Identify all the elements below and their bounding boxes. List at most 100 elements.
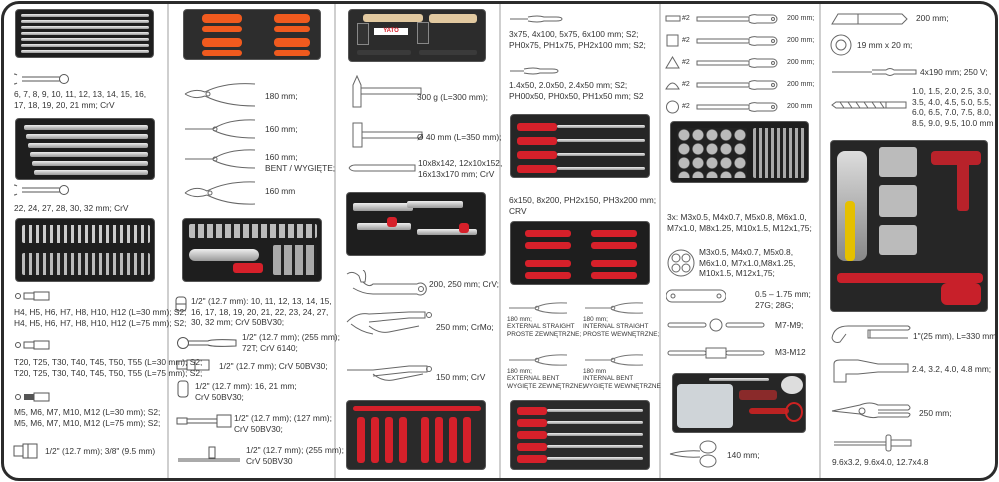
rivet-icon xyxy=(830,434,914,452)
column-divider xyxy=(659,4,661,478)
circlip-external-straight-spec: 180 mm; EXTERNAL STRAIGHT PROSTE ZEWNĘTR… xyxy=(507,316,582,338)
spline-bit-icon xyxy=(14,392,54,402)
knife-icon xyxy=(830,10,910,26)
file-grade: #2 xyxy=(682,37,690,44)
screwdrivers-2-spec: 1.4x50, 2.0x50, 2.4x50 mm; S2; PH00x50, … xyxy=(509,80,644,101)
pliers-160-spec: 160 mm; xyxy=(265,124,298,134)
tray-combination-wrenches-small xyxy=(15,9,154,58)
taps-spec: 3x: M3x0.5, M4x0.7, M5x0.8, M6x1.0, M7x1… xyxy=(667,212,812,233)
long-nose-pliers-icon xyxy=(183,118,258,140)
precision-screwdriver-icon xyxy=(508,66,568,76)
column-divider xyxy=(499,4,501,478)
file-length: 200 mm; xyxy=(787,81,815,88)
file-icon xyxy=(695,35,781,47)
t-bar-spec: 1/2" (12.7 mm); (255 mm); CrV 50BV30 xyxy=(246,445,344,466)
tin-snips-icon xyxy=(830,400,914,422)
torx-bits-spec: T20, T25, T30, T40, T45, T50, T55 (L=30 … xyxy=(14,357,203,378)
circlip-pliers-bent-icon xyxy=(507,353,569,367)
side-cutter-spec: 160 mm xyxy=(265,186,296,196)
hex-bits-spec: H4, H5, H6, H7, H8, H10, H12 (L=30 mm); … xyxy=(14,307,187,328)
circlip-external-bent-spec: 180 mm; EXTERNAL BENT WYGIĘTE ZEWNĘTRZNE… xyxy=(507,368,585,390)
knife-spec: 200 mm; xyxy=(916,13,949,23)
tray-electrician xyxy=(672,373,806,433)
tap-wrench-icon xyxy=(666,346,766,360)
file-icon xyxy=(695,57,781,69)
pipe-wrench-icon xyxy=(830,322,916,348)
wrenches-large-spec: 22, 24, 27, 28, 30, 32 mm; CrV xyxy=(14,203,129,213)
rivet-gun-spec: 2.4, 3.2, 4.0, 4.8 mm; xyxy=(912,364,992,374)
file-grade: #2 xyxy=(682,81,690,88)
screwdrivers-1-spec: 3x75, 4x100, 5x75, 6x100 mm; S2; PH0x75,… xyxy=(509,29,646,50)
pliers-180-spec: 180 mm; xyxy=(265,91,298,101)
rivet-gun-icon xyxy=(830,358,910,384)
locking-pliers-150-spec: 150 mm; CrV xyxy=(436,372,486,382)
adjustable-wrench-icon xyxy=(343,270,429,298)
tester-spec: 4x190 mm; 250 V; xyxy=(920,67,988,77)
scissors-icon xyxy=(668,440,720,468)
file-profile-triangle-icon xyxy=(665,56,681,70)
drill-bit-icon xyxy=(830,100,910,110)
die-holder-icon xyxy=(666,318,766,332)
tray-rivet-snips xyxy=(830,140,988,312)
side-cutter-icon xyxy=(183,180,258,206)
brand-logo: YATO xyxy=(374,28,408,35)
chisels-spec: 10x8x142, 12x10x152, 16x13x170 mm; CrV xyxy=(418,158,503,179)
tray-circlip-pliers xyxy=(510,221,650,285)
file-length: 200 mm; xyxy=(787,15,815,22)
die-icon xyxy=(666,248,696,278)
tray-sockets xyxy=(182,218,322,282)
circlip-pliers-icon xyxy=(583,301,645,315)
socket-icon xyxy=(175,296,187,312)
combination-wrench-icon xyxy=(14,72,70,86)
adapter-spec: 1/2" (12.7 mm); 3/8" (9.5 mm) xyxy=(45,446,156,456)
hammer-icon xyxy=(347,75,427,109)
tray-screwdrivers-mini xyxy=(346,400,486,470)
chisel-icon xyxy=(347,163,417,173)
combination-pliers-icon xyxy=(183,82,258,108)
spline-bits-spec: M5, M6, M7, M10, M12 (L=30 mm); S2; M5, … xyxy=(14,407,161,428)
file-icon xyxy=(695,79,781,91)
bent-pliers-spec: 160 mm; BENT / WYGIĘTE; xyxy=(265,152,336,173)
file-icon xyxy=(695,13,781,25)
long-nose-locking-pliers-icon xyxy=(343,360,433,388)
die-holder-spec: M7-M9; xyxy=(775,320,804,330)
universal-joint-spec: 1/2" (12.7 mm); CrV 50BV30; xyxy=(219,361,328,371)
file-length: 200 mm xyxy=(787,103,813,110)
wrenches-small-spec: 6, 7, 8, 9, 10, 11, 12, 13, 14, 15, 16, … xyxy=(14,89,147,110)
screwdriver-icon xyxy=(508,14,568,24)
tray-hammers-chisels: YATO xyxy=(348,9,486,62)
file-profile-square-icon xyxy=(665,34,681,48)
file-profile-flat-icon xyxy=(665,12,681,26)
file-grade: #2 xyxy=(682,15,690,22)
tray-bits xyxy=(15,218,155,282)
ratchet-spec: 1/2" (12.7 mm); (255 mm); 72T; CrV 6140; xyxy=(242,332,340,353)
dies-spec: M3x0.5, M4x0.7, M5x0.8, M6x1.0, M7x1.0,M… xyxy=(699,247,796,279)
screwdrivers-3-spec: 6x150, 8x200, PH2x150, PH3x200 mm; CRV xyxy=(509,195,657,216)
sockets-spec: 1/2" (12.7 mm): 10, 11, 12, 13, 14, 15, … xyxy=(191,296,332,328)
column-divider xyxy=(334,4,336,478)
mallet-icon xyxy=(347,122,427,148)
socket-adapter-icon xyxy=(13,443,43,459)
hammer-spec: 300 g (L=300 mm); xyxy=(417,92,488,102)
ratchet-icon xyxy=(176,336,240,350)
locking-pliers-250-spec: 250 mm; CrMo; xyxy=(436,322,494,332)
mallet-spec: Ø 40 mm (L=350 mm); xyxy=(417,132,502,142)
adjustable-wrench-spec: 200, 250 mm; CrV; xyxy=(429,279,499,289)
pipe-wrench-spec: 1"(25 mm), L=330 mm; xyxy=(913,331,999,341)
spark-plug-socket-icon xyxy=(177,380,189,398)
t-bar-icon xyxy=(176,444,242,464)
tray-files xyxy=(510,400,650,470)
torx-bit-icon xyxy=(14,340,54,350)
drill-bits-spec: 1.0, 1.5, 2.0, 2.5, 3.0, 3.5, 4.0, 4.5, … xyxy=(912,86,994,128)
bent-nose-pliers-icon xyxy=(183,148,258,170)
extension-spec: 1/2" (12.7 mm); (127 mm); CrV 50BV30; xyxy=(234,413,332,434)
voltage-tester-icon xyxy=(830,66,920,78)
file-grade: #2 xyxy=(682,103,690,110)
spark-sockets-spec: 1/2" (12.7 mm): 16, 21 mm; CrV 50BV30; xyxy=(195,381,297,402)
tray-screwdrivers-large xyxy=(510,114,650,178)
tray-wrenches-locking-pliers xyxy=(346,192,486,256)
file-profile-half-round-icon xyxy=(665,78,681,92)
file-icon xyxy=(695,101,781,113)
circlip-pliers-bent-icon xyxy=(583,353,645,367)
